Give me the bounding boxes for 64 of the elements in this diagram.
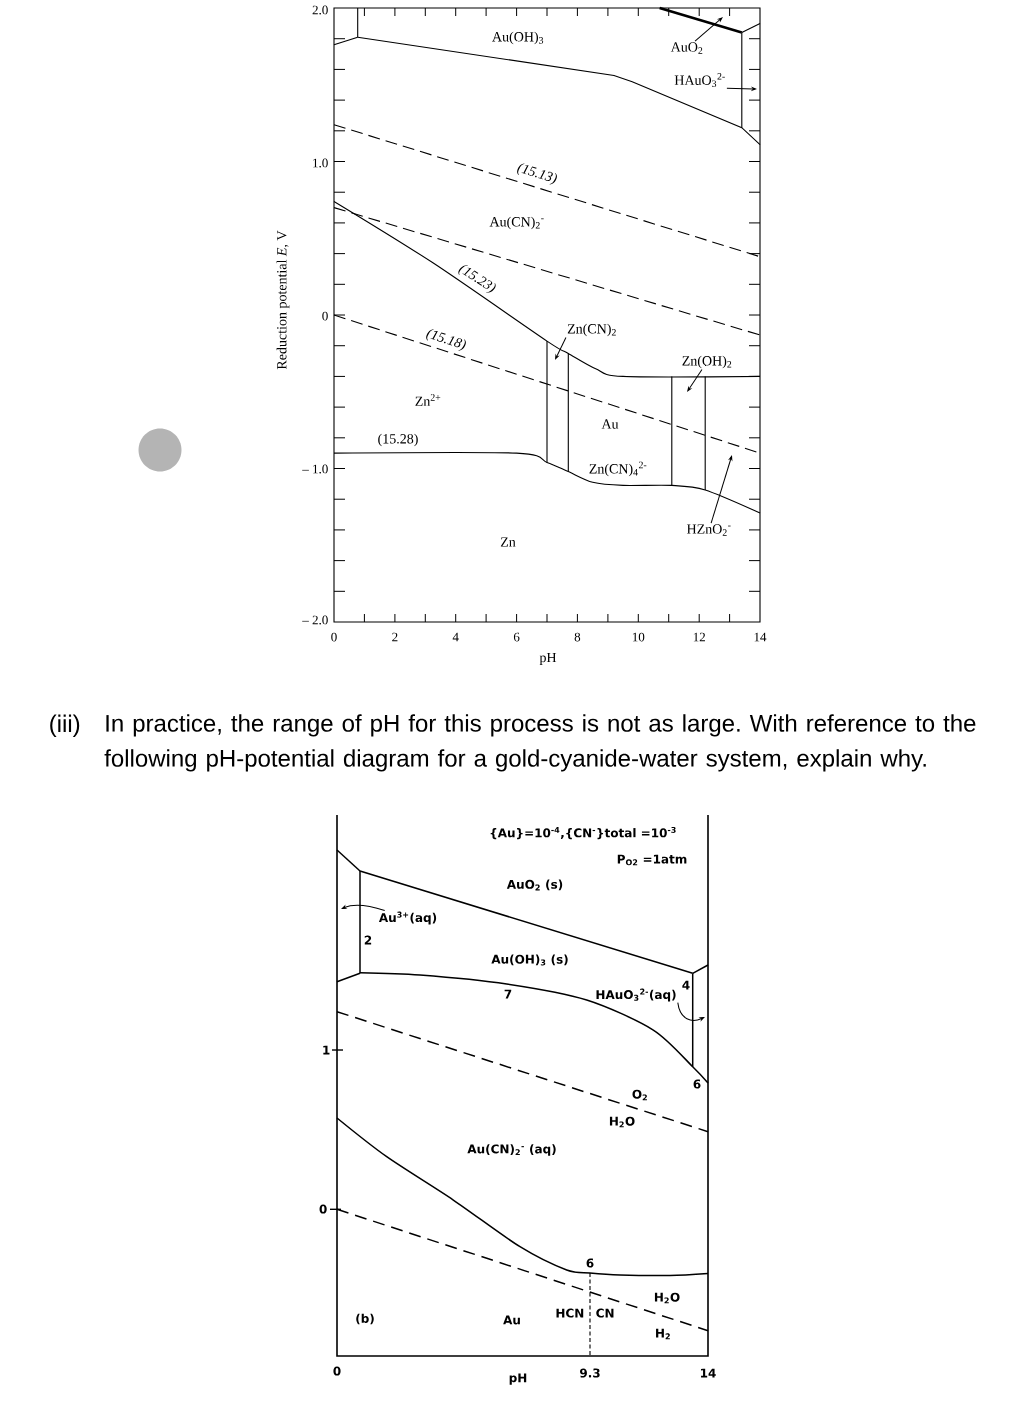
leader-arrow <box>694 17 723 42</box>
condition-note: {Au}=10$^{-4}$,{CN$^{-}$}total =10$^{-3}$ <box>490 826 676 840</box>
region-label: Au <box>601 419 619 429</box>
region-label: Zn <box>500 537 516 547</box>
line-label: (15.28) <box>378 433 418 447</box>
tick-label: 0 <box>331 632 337 642</box>
tick-label: 12 <box>693 632 705 642</box>
region-label: Au(CN)$_{2}$- <box>489 216 544 230</box>
region-label: HZnO$_{2}$- <box>686 524 731 536</box>
line-label: (15.18) <box>426 329 466 351</box>
region-label: Au(OH)$_{3}$ <box>492 31 544 45</box>
region-label: HAuO$_{3}$2- <box>674 73 725 87</box>
line-label: H$_{2}$O <box>609 1116 635 1128</box>
tick-label: 1 <box>323 1045 330 1055</box>
tick-label: 4 <box>452 632 459 642</box>
leader-arrow <box>687 369 703 392</box>
line-label: 7 <box>504 989 512 999</box>
tick-label: 14 <box>701 1368 716 1378</box>
tick-label: – 2.0 <box>302 615 328 625</box>
region-label: Au <box>503 1315 520 1325</box>
region-label: AuO$_{2}$ <box>670 42 703 54</box>
region-label: Zn(OH)$_{2}$ <box>682 355 732 369</box>
tick-label: 8 <box>574 632 581 642</box>
region-label: HCN <box>556 1308 584 1318</box>
question-text: In practice, the range of pH for this process is not as large. With reference to the following pH-potential diagram for a gold-cyanide-water system, explain why. <box>104 714 976 772</box>
region-label: HAuO$_{3}$$^{2-}$(aq) <box>596 988 676 1002</box>
region-label: AuO$_{2}$ (s) <box>506 879 563 891</box>
tick-label: 2 <box>392 632 398 642</box>
region-label: Zn(CN)$_{2}$ <box>567 323 616 337</box>
condition-note: P$_{O2}$ =1atm <box>617 854 687 866</box>
line-label: 6 <box>693 1079 701 1089</box>
axis-title: Reduction potential E, V <box>276 230 290 370</box>
tick-label: 10 <box>632 632 645 642</box>
leader-arrow <box>726 87 757 91</box>
region-label: Zn(CN)$_{4}$2- <box>589 461 647 477</box>
region-label: Zn$^{2+}$ <box>415 394 441 406</box>
line-label: (15.13) <box>517 163 557 185</box>
leader-arrow <box>710 455 733 524</box>
question-number: (iii) <box>50 714 80 737</box>
region-label: Au(OH)$_{3}$ (s) <box>491 954 568 966</box>
panel-label: (b) <box>356 1313 374 1325</box>
tick-label: 1.0 <box>313 158 328 168</box>
tick-label: 9.3 <box>580 1368 600 1378</box>
region-label: CN <box>596 1308 614 1318</box>
line-label: 4 <box>682 980 690 990</box>
tick-label: – 1.0 <box>302 464 328 474</box>
leader-arrow <box>677 1002 705 1021</box>
tick-label: 6 <box>513 632 520 642</box>
line-label: H$_{2}$O <box>654 1292 680 1304</box>
region-label: Au$^{3+}$(aq) <box>378 911 437 925</box>
line-label: 2 <box>364 935 372 945</box>
tick-label: 2.0 <box>312 5 328 15</box>
axis-title: pH <box>539 652 557 666</box>
leader-arrow <box>555 337 567 360</box>
region-label: Au(CN)$_{2}$$^{-}$ (aq) <box>467 1144 556 1156</box>
tick-label: 0 <box>319 1204 327 1214</box>
leader-arrow <box>341 904 386 911</box>
tick-label: 0 <box>333 1366 341 1376</box>
tick-label: 0 <box>322 311 328 321</box>
tick-label: 14 <box>754 632 767 642</box>
line-label: 6 <box>586 1258 594 1268</box>
axis-title: pH <box>509 1373 527 1385</box>
line-label: H$_{2}$ <box>656 1328 670 1340</box>
line-label: O$_{2}$ <box>632 1089 647 1101</box>
